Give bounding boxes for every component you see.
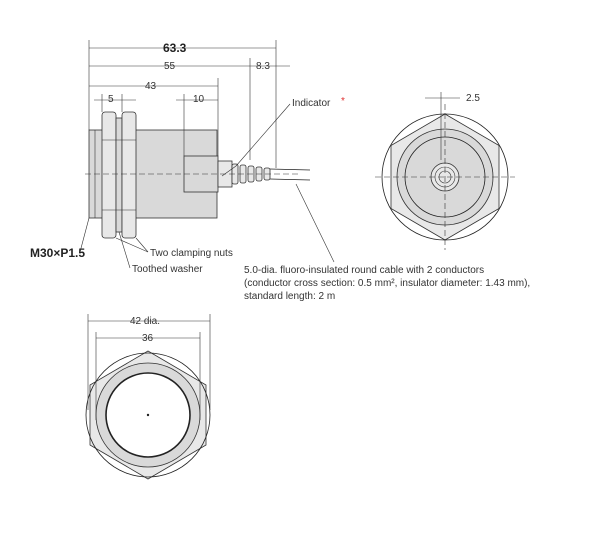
toothed-washer <box>115 117 123 233</box>
dim-hex-flats: 36 <box>142 333 154 344</box>
clamping-nuts-label: Two clamping nuts <box>150 248 233 259</box>
rear-view: 2.5 <box>375 92 515 250</box>
indicator-label: Indicator <box>292 98 331 109</box>
cable-note-line-2: (conductor cross section: 0.5 mm², insul… <box>244 278 531 289</box>
dim-outer-diameter: 42 dia. <box>130 316 160 327</box>
dim-overall-length: 63.3 <box>163 41 187 55</box>
clamping-nut-rear <box>121 111 137 239</box>
dim-cable-protector: 8.3 <box>256 61 270 72</box>
dim-body-length: 55 <box>164 61 176 72</box>
dim-thread-length: 43 <box>145 81 157 92</box>
front-view: 42 dia. 36 <box>85 314 211 480</box>
side-view: 63.3 55 8.3 43 5 10 Indicator * M30×P1.5… <box>30 40 345 275</box>
dim-indicator-offset: 2.5 <box>466 93 480 104</box>
thread-label: M30×P1.5 <box>30 246 85 260</box>
indicator-mark: * <box>341 96 345 107</box>
cable-note: 5.0-dia. fluoro-insulated round cable wi… <box>244 264 584 303</box>
cable-note-line-3: standard length: 2 m <box>244 291 336 302</box>
clamping-nut-front <box>101 111 117 239</box>
toothed-washer-label: Toothed washer <box>132 264 203 275</box>
dim-nut-width: 5 <box>108 94 114 105</box>
cable-note-line-1: 5.0-dia. fluoro-insulated round cable wi… <box>244 265 485 276</box>
cable <box>269 168 311 181</box>
dim-indicator-spacing: 10 <box>193 94 205 105</box>
